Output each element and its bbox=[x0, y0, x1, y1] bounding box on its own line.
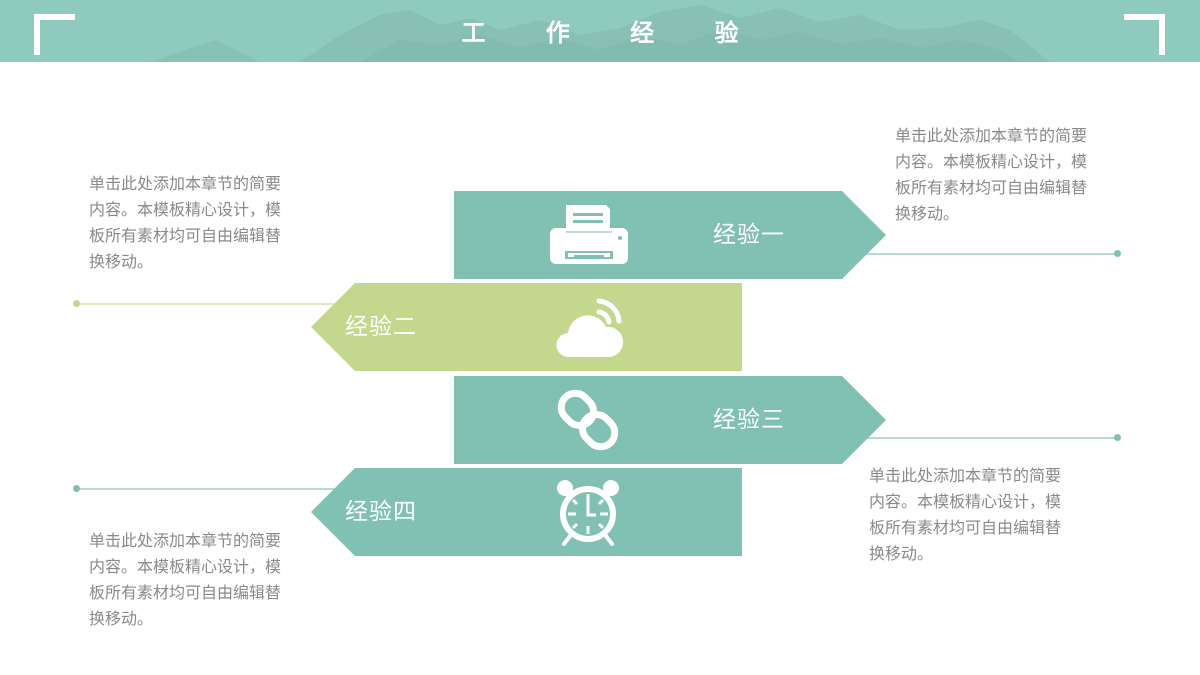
arrow-shape-left bbox=[311, 283, 742, 371]
connector-line-1 bbox=[860, 253, 1118, 255]
experience-label-2: 经验二 bbox=[345, 314, 417, 340]
corner-bracket-right bbox=[1124, 14, 1165, 55]
experience-label-1: 经验一 bbox=[713, 222, 785, 248]
description-line: 板所有素材均可自由编辑替 bbox=[869, 518, 1062, 537]
mountain-background-image bbox=[150, 5, 1050, 62]
connector-dot-3 bbox=[1114, 434, 1121, 441]
description-line: 换移动。 bbox=[89, 252, 154, 271]
description-line: 内容。本模板精心设计，模 bbox=[89, 557, 282, 576]
header-banner: 工 作 经 验 bbox=[0, 0, 1200, 62]
description-line: 内容。本模板精心设计，模 bbox=[869, 492, 1062, 511]
description-line: 板所有素材均可自由编辑替 bbox=[89, 583, 282, 602]
experience-item-3[interactable]: 经验三 bbox=[454, 376, 886, 464]
experience-description-2[interactable]: 单击此处添加本章节的简要 内容。本模板精心设计，模 板所有素材均可自由编辑替 换… bbox=[89, 171, 307, 275]
connector-line-2 bbox=[76, 303, 336, 305]
description-line: 换移动。 bbox=[895, 204, 960, 223]
description-line: 单击此处添加本章节的简要 bbox=[869, 466, 1062, 485]
connector-line-4 bbox=[76, 488, 336, 490]
connector-dot-1 bbox=[1114, 250, 1121, 257]
description-line: 内容。本模板精心设计，模 bbox=[895, 152, 1088, 171]
experience-label-4: 经验四 bbox=[345, 499, 417, 525]
experience-description-3[interactable]: 单击此处添加本章节的简要 内容。本模板精心设计，模 板所有素材均可自由编辑替 换… bbox=[869, 463, 1087, 567]
experience-item-4[interactable]: 经验四 bbox=[311, 468, 742, 556]
experience-description-4[interactable]: 单击此处添加本章节的简要 内容。本模板精心设计，模 板所有素材均可自由编辑替 换… bbox=[89, 528, 307, 632]
arrow-shape-right bbox=[454, 376, 886, 464]
description-line: 单击此处添加本章节的简要 bbox=[89, 531, 282, 550]
description-line: 板所有素材均可自由编辑替 bbox=[895, 178, 1088, 197]
experience-label-3: 经验三 bbox=[713, 407, 785, 433]
connector-dot-2 bbox=[73, 300, 80, 307]
description-line: 单击此处添加本章节的简要 bbox=[89, 174, 282, 193]
description-line: 换移动。 bbox=[869, 544, 934, 563]
experience-description-1[interactable]: 单击此处添加本章节的简要 内容。本模板精心设计，模 板所有素材均可自由编辑替 换… bbox=[895, 123, 1113, 227]
description-line: 内容。本模板精心设计，模 bbox=[89, 200, 282, 219]
corner-bracket-left bbox=[34, 14, 75, 55]
experience-item-1[interactable]: 经验一 bbox=[454, 191, 886, 279]
description-line: 板所有素材均可自由编辑替 bbox=[89, 226, 282, 245]
experience-item-2[interactable]: 经验二 bbox=[311, 283, 742, 371]
description-line: 换移动。 bbox=[89, 609, 154, 628]
arrow-shape-right bbox=[454, 191, 886, 279]
arrow-shape-left bbox=[311, 468, 742, 556]
description-line: 单击此处添加本章节的简要 bbox=[895, 126, 1088, 145]
page-title: 工 作 经 验 bbox=[461, 19, 765, 47]
connector-dot-4 bbox=[73, 485, 80, 492]
connector-line-3 bbox=[860, 437, 1118, 439]
